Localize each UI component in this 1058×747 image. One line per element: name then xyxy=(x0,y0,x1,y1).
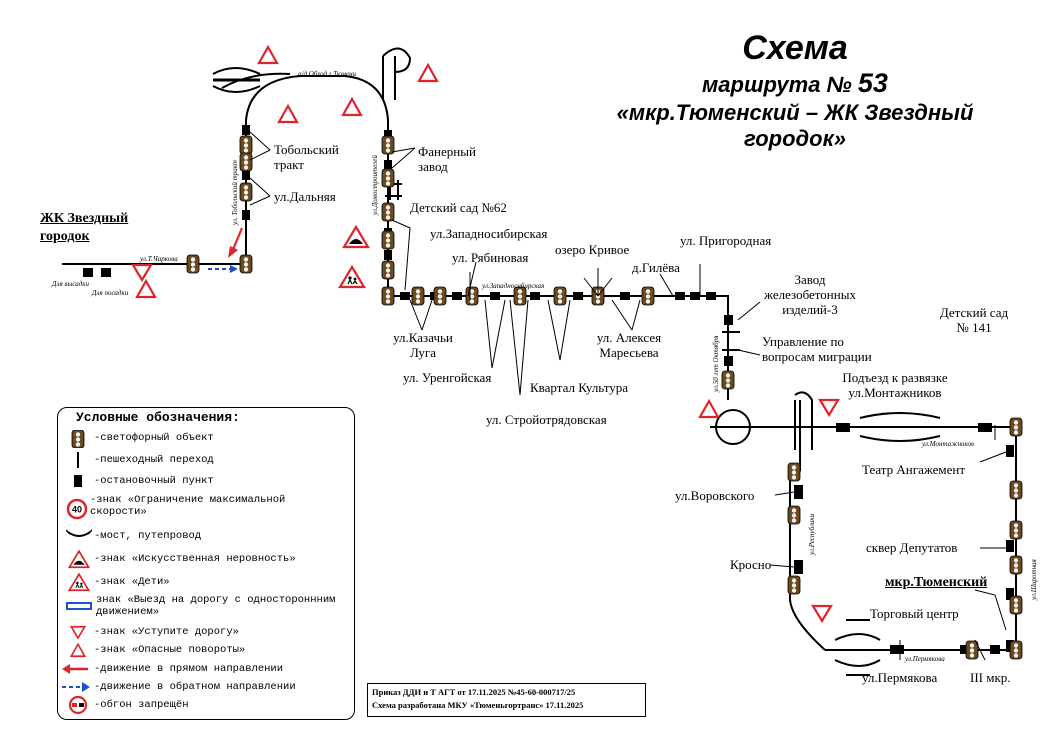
title-line-4: городок» xyxy=(744,125,846,151)
backward-arrow-icon xyxy=(62,682,90,692)
street-respubliki: ул.Республики xyxy=(808,513,816,555)
street-zapadnosibirskaya: ул.Западносибирская xyxy=(482,282,545,290)
legend-title: Условные обозначения: xyxy=(76,410,240,425)
bridge-icon xyxy=(66,529,92,537)
stop-torgovy-centr: Торговый центр xyxy=(870,606,959,621)
bridge-marks xyxy=(212,47,941,676)
map-title: Схема маршрута № 53 «мкр.Тюменский – ЖК … xyxy=(560,28,1030,152)
stop-ul-urengoyskaya: ул. Уренгойская xyxy=(403,370,492,385)
stop-d-gileva: д.Гилёва xyxy=(632,260,680,275)
street-domostroiteley: ул.Домостроителей xyxy=(371,155,379,215)
speed-limit-icon: 40 xyxy=(66,498,88,520)
crosswalk-icon xyxy=(77,452,79,468)
roundabout xyxy=(715,409,751,445)
title-line-1: Схема xyxy=(742,29,848,67)
title-line-3: «мкр.Тюменский – ЖК Звездный xyxy=(616,99,974,125)
stop-ul-dalnyaya: ул.Дальняя xyxy=(274,189,336,204)
street-obhod: а/д Обход г.Тюмени xyxy=(298,70,357,78)
street-t-charkova: ул.Т.Чаркова xyxy=(140,255,178,263)
stop-upravlenie-migracii: Управление по вопросам миграции xyxy=(762,334,872,364)
label-dlya-posadki: Для посадки xyxy=(92,289,129,297)
stop-zavod-zhbi: Завод железобетонных изделий-3 xyxy=(764,272,856,317)
stop-krosno: Кросно xyxy=(730,557,772,572)
stop-ul-prigorodnaya: ул. Пригородная xyxy=(680,233,772,248)
leader-lines xyxy=(249,131,1007,661)
stop-podezd-montazhnikov: Подъезд к развязке ул.Монтажников xyxy=(842,370,948,400)
no-overtaking-icon xyxy=(68,695,88,715)
stop-ul-permyakova: ул.Пермякова xyxy=(862,670,938,685)
street-50-let-oktyabrya: ул.50 лет Октября xyxy=(712,335,720,392)
stop-tobolsky-trakt: Тобольский тракт xyxy=(274,142,339,172)
stop-ul-ryabinovaya: ул. Рябиновая xyxy=(452,250,529,265)
yield-icon xyxy=(70,625,86,639)
order-note: Приказ ДДИ и Т АГТ от 17.11.2025 №45-60-… xyxy=(367,683,646,717)
stop-ul-kazachi-luga: ул.Казачьи Луга xyxy=(393,330,453,360)
title-line-2: маршрута № 53 xyxy=(702,68,888,99)
stop-ul-stroyotryadovskaya: ул. Стройотрядовская xyxy=(486,412,607,427)
speed-limit-value: 40 xyxy=(72,505,82,515)
stop-ul-alekseya-maresyeva: ул. Алексея Маресьева xyxy=(596,330,662,360)
stop-icon xyxy=(74,475,82,487)
dangerous-turns-icon xyxy=(70,643,86,658)
stop-detsky-sad-62: Детский сад №62 xyxy=(410,200,507,215)
legend: Условные обозначения: -светофорный объек… xyxy=(57,407,355,720)
stop-detsky-sad-141: Детский сад № 141 xyxy=(939,305,1009,335)
street-permyakova: ул.Пермякова xyxy=(905,655,945,663)
order-note-line-2: Схема разработана МКУ «Тюменьгортранс» 1… xyxy=(372,700,584,710)
street-tobolsky-trakt: ул. Тобольский тракт xyxy=(231,160,239,225)
stop-ul-zapadnosibirskaya: ул.Западносибирская xyxy=(430,226,548,241)
direction-arrows xyxy=(208,227,244,273)
stop-kvartal-kultura: Квартал Культура xyxy=(530,380,629,395)
stop-teatr-angazhement: Театр Ангажемент xyxy=(862,462,966,477)
order-note-line-1: Приказ ДДИ и Т АГТ от 17.11.2025 №45-60-… xyxy=(372,687,576,697)
children-icon xyxy=(68,573,90,592)
label-dlya-vysadki: Для высадки xyxy=(52,280,90,288)
terminal-start-label: ЖК Звездный городок xyxy=(40,211,129,244)
forward-arrow-icon xyxy=(62,664,88,674)
stop-fanerny-zavod: Фанерный завод xyxy=(418,144,476,174)
street-montazhnikov: ул.Монтажников xyxy=(922,440,975,448)
stop-skver-deputatov: сквер Депутатов xyxy=(866,540,958,555)
stop-ul-vorovskogo: ул.Воровского xyxy=(675,488,755,503)
traffic-light-icon xyxy=(71,430,85,448)
one-way-icon xyxy=(66,602,92,610)
stop-ozero-krivoe: озеро Кривое xyxy=(555,242,630,257)
stop-iii-mkr: III мкр. xyxy=(970,670,1011,685)
terminal-end-label: мкр.Тюменский xyxy=(885,575,988,590)
speed-bump-icon xyxy=(68,550,90,569)
street-shirotnaya: ул.Широтная xyxy=(1030,559,1038,600)
